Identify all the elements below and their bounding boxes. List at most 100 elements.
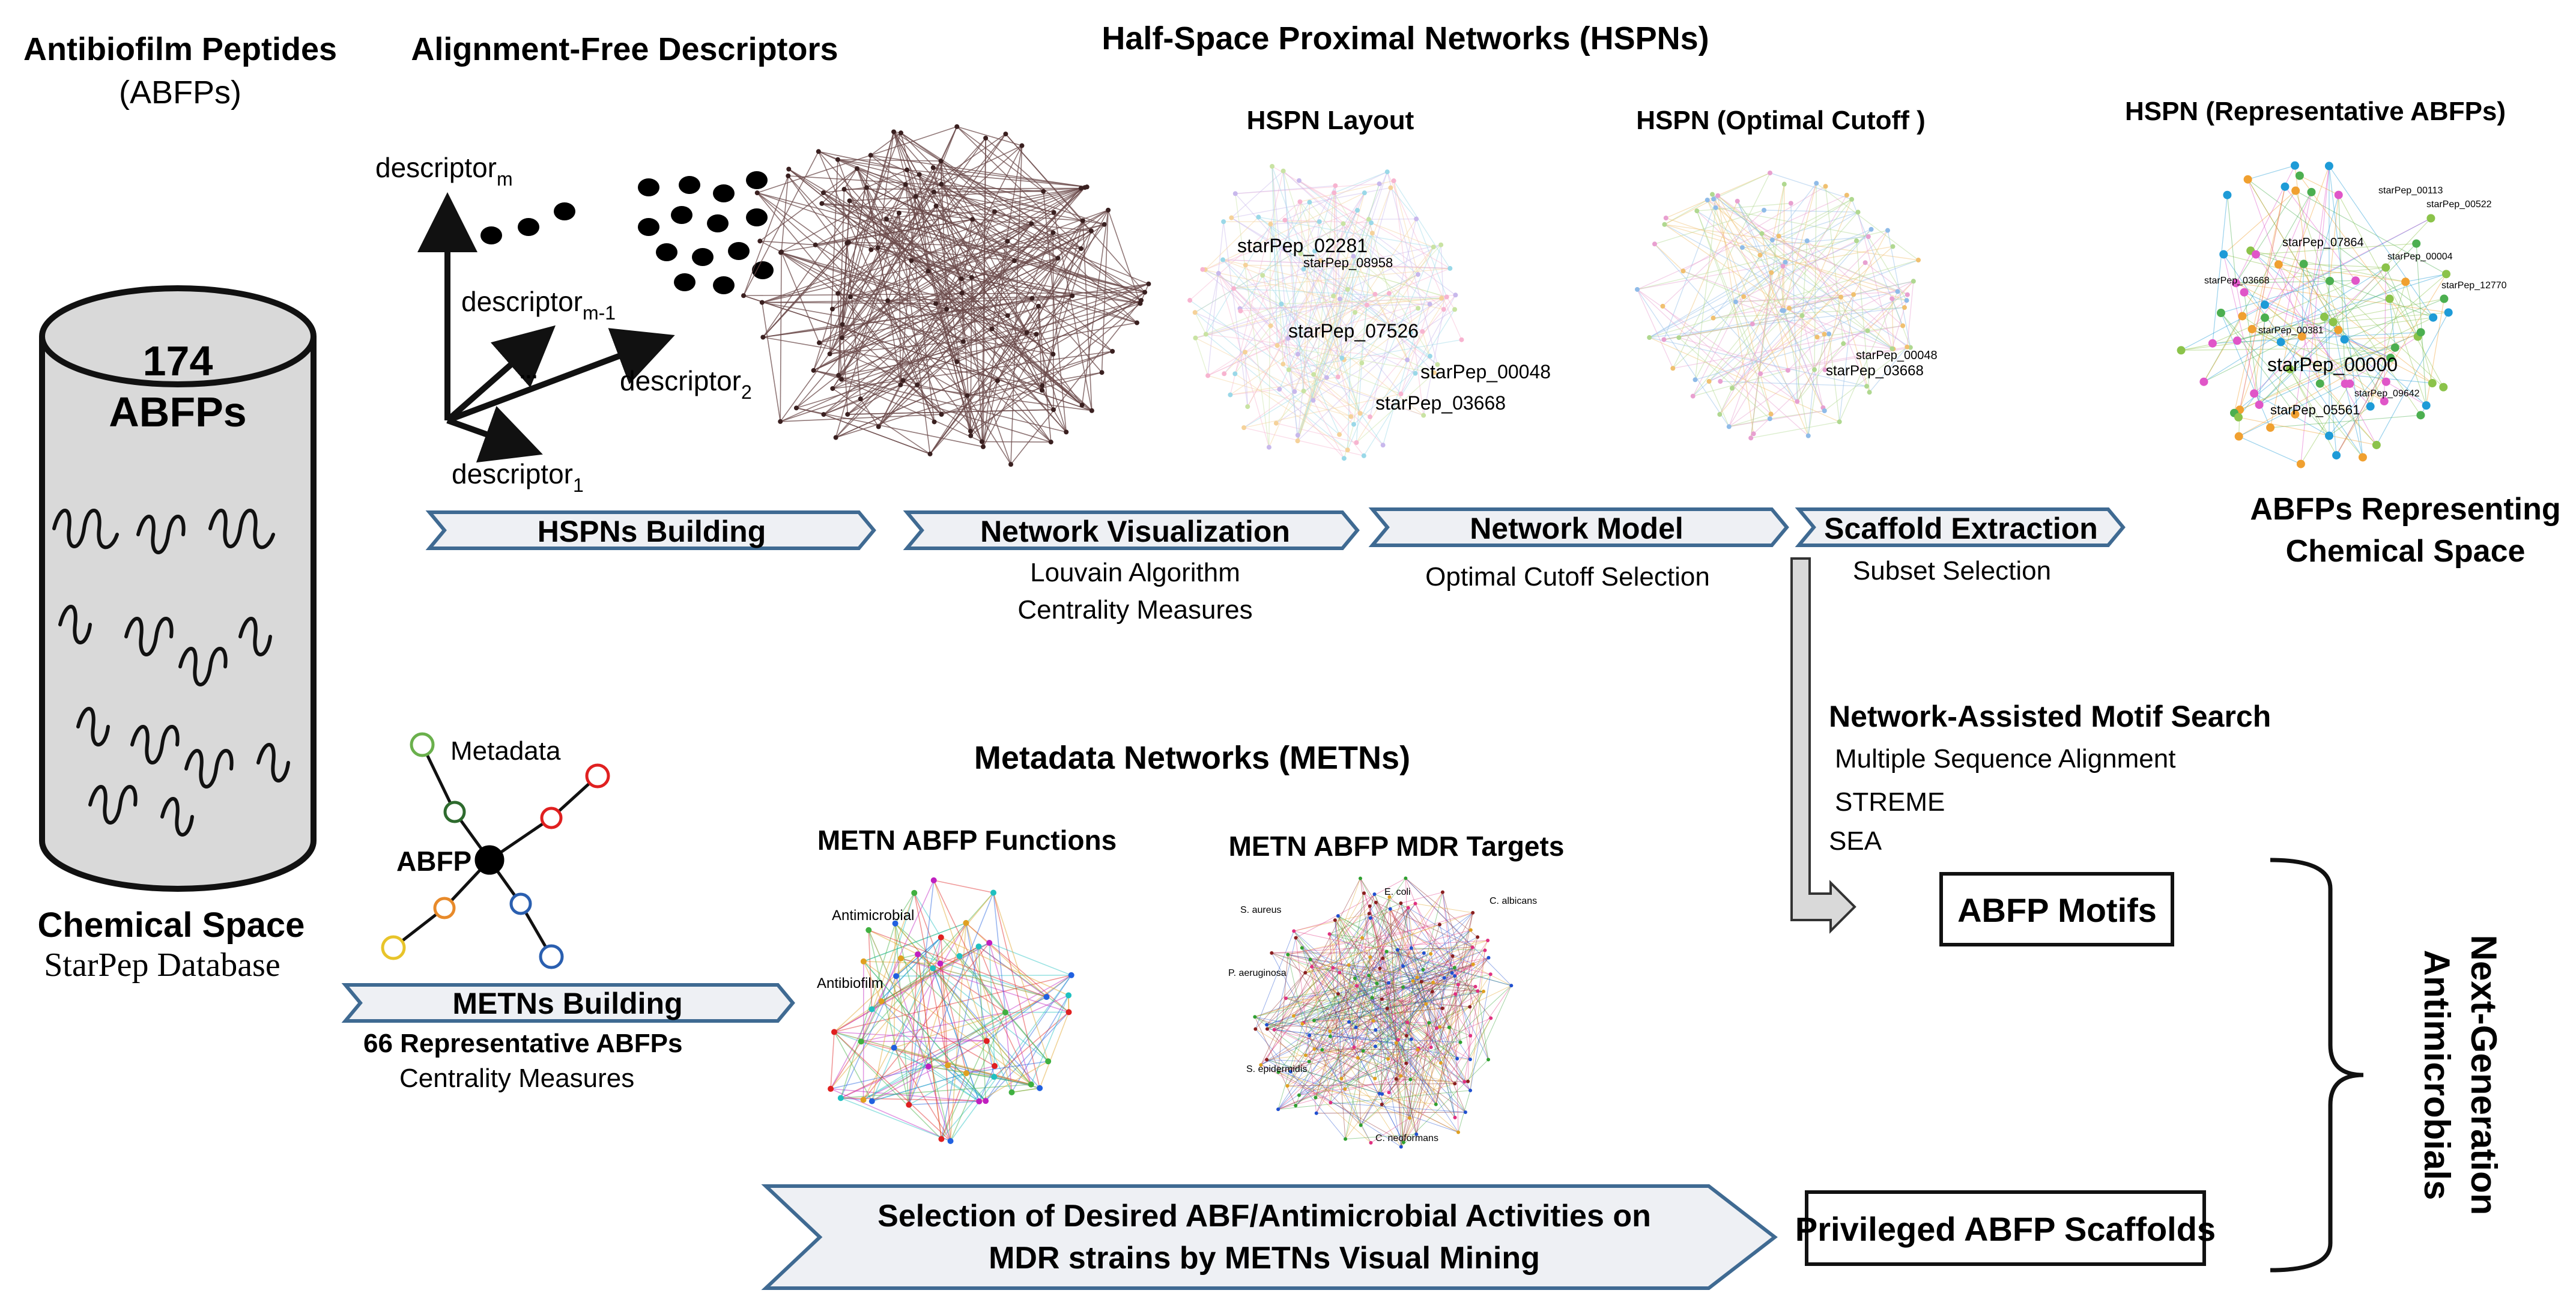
network-edge [2181,317,2434,351]
network-edge [941,145,1022,185]
network-edge [1338,993,1437,1105]
network-edge [1310,959,1333,968]
network-node [1438,1025,1442,1029]
network-edge [1370,957,1426,1005]
network-edge [834,1032,873,1102]
network-edge [2290,369,2363,458]
network-edge [877,132,894,248]
network-node [1041,189,1046,194]
network-edge [1379,1040,1399,1094]
network-edge [1234,288,1442,299]
network-edge [1274,937,1297,1030]
network-edge [1010,300,1142,465]
network-edge [1338,915,1374,1021]
network-edge [1729,410,1825,428]
network-edge [1314,1020,1401,1077]
network-edge [1335,919,1401,1076]
network-node [1231,286,1237,291]
network-edge [1276,309,1455,424]
network-node [1387,981,1391,985]
network-node [2219,250,2228,259]
network-edge [1906,281,1914,347]
network-edge [862,967,933,1100]
network-edge [1750,272,1772,438]
network-edge [2235,283,2243,316]
hspn-rep-node-label: starPep_09642 [2354,389,2420,399]
network-edge [1362,937,1377,984]
network-edge [1339,294,1456,435]
network-node [2380,397,2389,406]
network-node [1868,226,1874,232]
network-edge [1278,1071,1404,1143]
network-edge [894,1012,1006,1049]
network-node [891,1044,897,1051]
network-node [2412,239,2421,248]
network-edge [1389,897,1397,1043]
network-node [1406,906,1410,910]
network-edge [1708,381,1730,427]
network-node [1388,185,1393,190]
network-node [992,1063,998,1070]
network-node [917,172,922,177]
network-edge [838,189,845,375]
network-edge [2349,383,2371,407]
hspn-rep-node-label: starPep_00381 [2258,325,2324,336]
network-edge [1333,193,1339,377]
network-node [1065,1009,1072,1016]
network-edge [1255,1029,1346,1139]
network-edge [941,1041,987,1139]
network-edge [1271,952,1312,967]
network-edge [932,967,1040,1089]
network-edge [850,192,935,297]
network-node [1295,351,1300,357]
network-edge [837,293,942,415]
network-edge [1243,377,1327,428]
network-edge [1261,1064,1331,1103]
network-node [836,372,841,378]
network-edge [1432,992,1437,1029]
network-edge [1398,985,1512,1040]
network-edge [965,922,1047,998]
network-edge [908,1073,967,1106]
network-edge [1302,947,1389,984]
network-node [1329,1101,1333,1105]
network-node [992,209,998,214]
network-edge [1334,171,1387,193]
network-edge [1285,998,1374,1022]
network-node [1795,399,1800,404]
network-edge [1743,296,1817,338]
network-edge [1222,259,1342,359]
network-edge [1363,893,1418,1050]
network-edge [1469,973,1491,1007]
network-edge [1649,261,1786,338]
network-edge [1302,907,1409,1025]
network-edge [1277,1031,1330,1110]
network-edge [2239,186,2286,410]
network-edge [757,192,816,246]
network-edge [1240,303,1430,309]
network-node [898,382,903,387]
network-edge [1401,903,1452,973]
network-node [1146,281,1151,286]
network-edge [981,441,1051,443]
abfp-count-label: ABFPs [109,389,246,435]
network-node [1751,431,1756,437]
network-node [1488,972,1493,976]
network-edge [1330,958,1383,1037]
network-edge [1231,217,1411,333]
network-node [915,951,921,958]
network-edge [1255,953,1431,1017]
network-node [868,153,873,158]
network-node [1065,992,1072,999]
network-node [1769,270,1774,275]
network-node [847,198,852,204]
descriptor-m-label: descriptorm [375,152,513,190]
network-edge [2285,186,2356,281]
network-node [1312,1047,1317,1051]
network-edge [1762,233,1898,292]
network-node [1138,301,1143,306]
network-node [778,419,783,424]
network-node [1274,343,1280,348]
network-edge [1101,210,1109,373]
network-node [968,428,973,434]
